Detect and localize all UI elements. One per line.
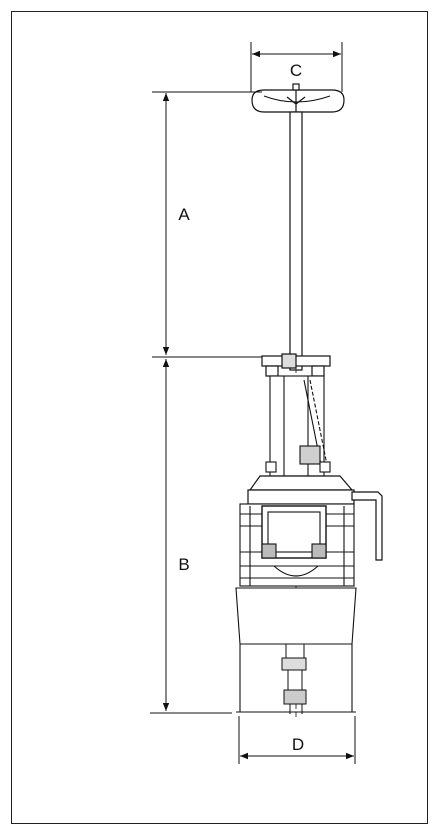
label-c: C: [290, 61, 302, 80]
mounting-flange: [261, 353, 331, 377]
dimension-b: [150, 359, 232, 714]
dimension-a: [152, 91, 296, 358]
coupling: [281, 643, 307, 714]
dimension-d: [238, 716, 356, 764]
label-b: B: [178, 555, 189, 574]
diagram-frame: [11, 11, 428, 824]
lantern-housing: [265, 375, 331, 477]
motor-body: [239, 503, 355, 587]
label-a: A: [178, 205, 190, 224]
label-d: D: [292, 735, 304, 754]
dimension-c: [250, 42, 343, 92]
motor-cap: [247, 475, 383, 561]
motor-skirt: [235, 587, 357, 713]
impeller: [251, 83, 345, 113]
